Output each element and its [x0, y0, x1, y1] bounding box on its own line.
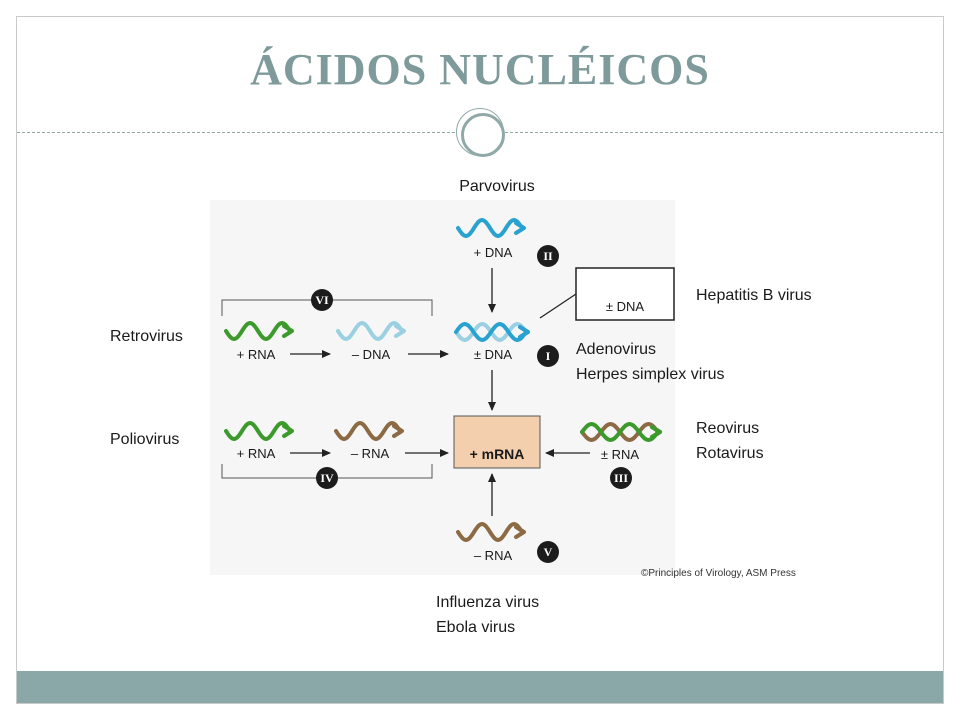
title-divider-left: [17, 132, 455, 133]
parvo-dna-strand: [456, 218, 526, 238]
class-badge-ii: II: [537, 245, 559, 267]
divider-ring-ornament: [456, 108, 505, 157]
class-badge-v: V: [537, 541, 559, 563]
footer-bar: [17, 671, 943, 703]
label-polio-rna: + RNA: [237, 446, 276, 461]
class-badge-i: I: [537, 345, 559, 367]
diagram-background: [210, 200, 675, 575]
svg-text:III: III: [614, 471, 628, 485]
svg-text:IV: IV: [320, 471, 334, 485]
virus-label-herpes: Herpes simplex virus: [576, 366, 724, 383]
class-badge-iii: III: [610, 467, 632, 489]
mrna-box: [453, 415, 541, 469]
virus-label-retrovirus: Retrovirus: [110, 328, 183, 345]
label-center-dna: ± DNA: [474, 347, 513, 362]
class-badge-vi: VI: [311, 289, 333, 311]
virus-label-reovirus: Reovirus: [696, 420, 759, 437]
label-retro-rna: + RNA: [237, 347, 276, 362]
retro-plus-rna-strand: [224, 321, 294, 341]
label-retro-dna: – DNA: [352, 347, 391, 362]
svg-text:VI: VI: [315, 293, 329, 307]
reo-rna-strand-b: [580, 422, 662, 442]
virus-label-adenovirus: Adenovirus: [576, 341, 656, 358]
svg-text:II: II: [543, 249, 553, 263]
polio-plus-rna-strand: [224, 421, 294, 441]
credit-text: ©Principles of Virology, ASM Press: [641, 568, 796, 579]
label-influenza-rna: – RNA: [474, 548, 513, 563]
label-parvo-dna: + DNA: [474, 245, 513, 260]
virus-label-poliovirus: Poliovirus: [110, 431, 179, 448]
virus-label-rotavirus: Rotavirus: [696, 445, 764, 462]
hepb-inset-connector: [539, 293, 577, 319]
virus-label-hepatitis-b: Hepatitis B virus: [696, 287, 812, 304]
svg-text:V: V: [544, 545, 553, 559]
center-dna-strand-b: [454, 322, 530, 342]
label-reo-rna: ± RNA: [601, 447, 640, 462]
slide-title: ÁCIDOS NUCLÉICOS: [250, 45, 710, 94]
virus-label-influenza: Influenza virus: [436, 594, 539, 611]
arrow-layer: [290, 268, 590, 516]
title-divider-right: [505, 132, 943, 133]
polio-minus-rna-strand: [334, 421, 404, 441]
retro-minus-dna-strand: [336, 321, 406, 341]
label-polio-minus-rna: – RNA: [351, 446, 390, 461]
influenza-minus-rna-strand: [456, 522, 526, 542]
virus-label-ebola: Ebola virus: [436, 619, 515, 636]
virus-label-parvovirus: Parvovirus: [459, 178, 535, 195]
label-hepb-dna: ± DNA: [606, 299, 645, 314]
label-mrna: + mRNA: [470, 446, 525, 462]
class-badge-iv: IV: [316, 467, 338, 489]
svg-text:I: I: [546, 349, 551, 363]
hepb-inset-box: [575, 267, 675, 321]
